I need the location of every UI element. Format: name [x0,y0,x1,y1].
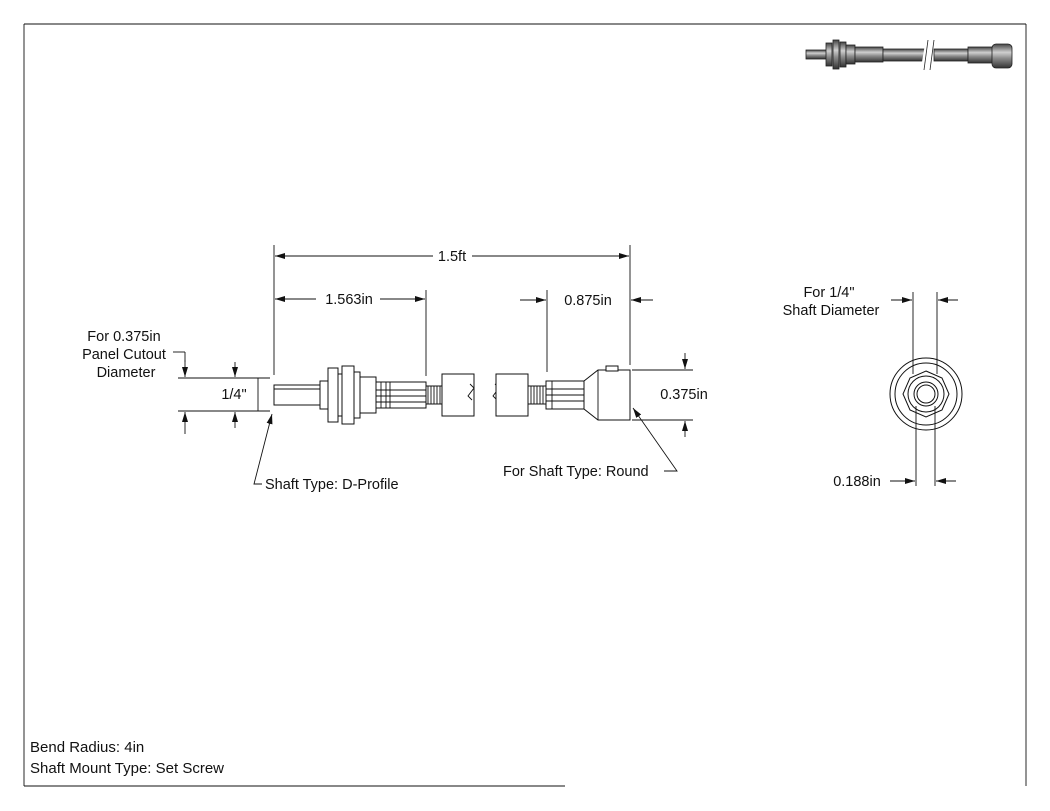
end-view-shaft-line-1: For 1/4" [803,285,854,301]
dimension-bore [890,406,956,486]
dimension-bore-label: 0.188in [833,474,881,490]
panel-cutout-line-2: Panel Cutout [82,347,166,363]
dimension-left-length [275,290,427,376]
end-view-shaft-line-2: Shaft Diameter [783,303,880,319]
bend-radius-note: Bend Radius: 4in [30,739,145,756]
isometric-thumbnail [805,39,1013,71]
panel-cutout-callout: For 0.375in Panel Cutout Diameter [82,329,170,381]
front-view [273,365,631,425]
panel-cutout-line-1: For 0.375in [87,329,160,345]
dimension-shaft-size-label: 1/4" [221,387,246,403]
dimension-overall-label: 1.5ft [438,249,466,265]
shaft-type-right-callout: For Shaft Type: Round [503,464,649,480]
dimension-end-shaft [891,292,958,374]
dimension-right-length [520,290,653,372]
dimension-coupler-diameter [632,353,693,437]
dimension-overall [273,245,631,375]
dimension-shaft-size [178,362,270,428]
shaft-mount-note: Shaft Mount Type: Set Screw [30,760,224,777]
end-view [889,357,963,431]
drawing-border [23,23,1027,787]
leader-shaft-type-left [253,413,273,485]
panel-cutout-line-3: Diameter [97,365,156,381]
dimension-coupler-diameter-label: 0.375in [660,387,708,403]
dimension-left-length-label: 1.563in [325,292,373,308]
dimension-right-length-label: 0.875in [564,293,612,309]
leader-shaft-type-right [632,407,678,472]
dimension-panel-cutout [173,351,188,434]
end-view-shaft-callout: For 1/4" Shaft Diameter [783,285,880,319]
shaft-type-left-callout: Shaft Type: D-Profile [265,477,399,493]
